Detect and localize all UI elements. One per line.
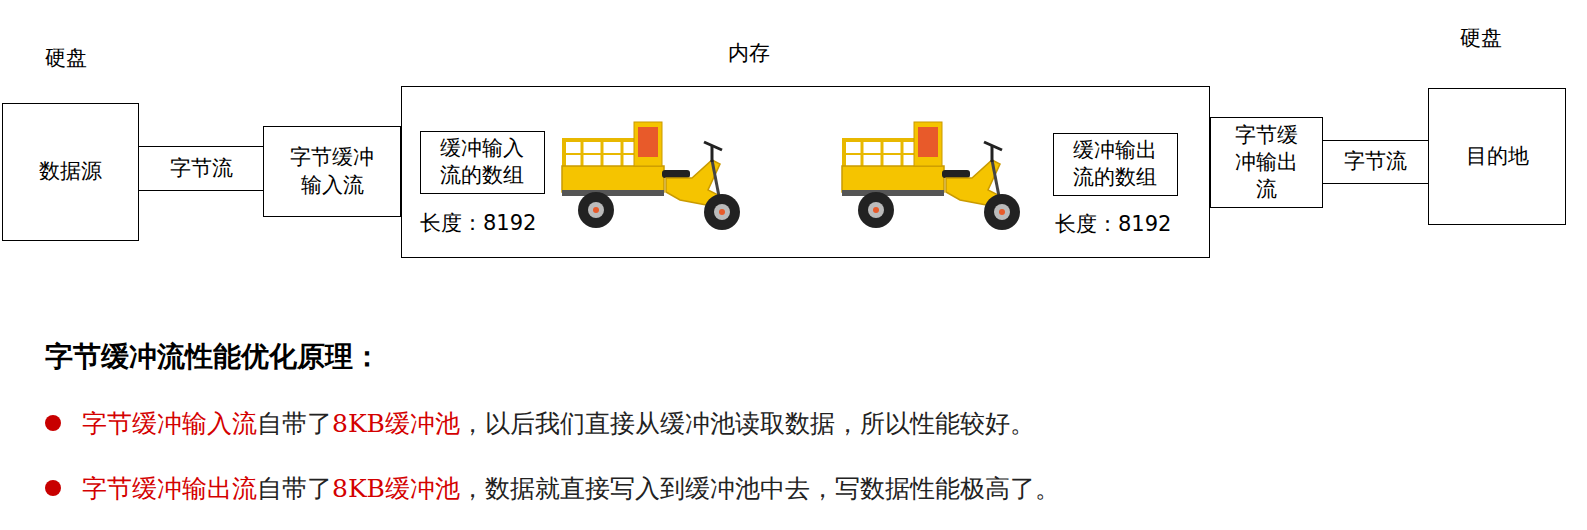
bullet-text: 自带了 [257,474,332,503]
bullet-text: 自带了 [257,409,332,438]
box-label: 数据源 [39,158,102,185]
bullet-dot [45,480,61,496]
length-label: 长度：8192 [420,209,536,237]
box-label: 字节流 [1344,148,1407,175]
highlight-text: 8KB缓冲池 [332,409,460,438]
buffer-array-box: 缓冲输入流的数组 [420,131,545,194]
box-label: 缓冲输入流的数组 [436,135,528,190]
box-label: 字节缓冲输出流 [1232,122,1302,204]
tricycle [842,122,1020,230]
bullet-line: 字节缓冲输出流自带了8KB缓冲池，数据就直接写入到缓冲池中去，写数据性能极高了。 [82,472,1060,505]
bullet-dot [45,415,61,431]
stream-box: 字节流 [1322,140,1429,184]
stream-box: 字节缓冲输入流 [263,126,401,217]
highlight-text: 字节缓冲输出流 [82,474,257,503]
bullet-text: ，以后我们直接从缓冲池读取数据，所以性能较好。 [460,409,1035,438]
buffer-array-box: 缓冲输出流的数组 [1053,133,1178,196]
tricycle [562,122,740,230]
heading: 内存 [728,39,770,67]
target-box: 硬盘目的地 [1428,88,1566,225]
box-label: 缓冲输出流的数组 [1069,137,1161,192]
heading: 硬盘 [45,44,87,72]
bullet-text: ，数据就直接写入到缓冲池中去，写数据性能极高了。 [460,474,1060,503]
bullet-line: 字节缓冲输入流自带了8KB缓冲池，以后我们直接从缓冲池读取数据，所以性能较好。 [82,407,1035,440]
title: 字节缓冲流性能优化原理： [45,338,381,376]
length-label: 长度：8192 [1055,210,1171,238]
box-label: 字节缓冲输入流 [284,144,380,199]
heading: 硬盘 [1460,24,1502,52]
source-box: 硬盘数据源 [2,103,139,241]
highlight-text: 字节缓冲输入流 [82,409,257,438]
stream-box: 字节流 [138,146,264,191]
stream-box: 字节缓冲输出流 [1210,117,1323,208]
highlight-text: 8KB缓冲池 [332,474,460,503]
box-label: 字节流 [170,155,233,182]
box-label: 目的地 [1466,143,1529,170]
